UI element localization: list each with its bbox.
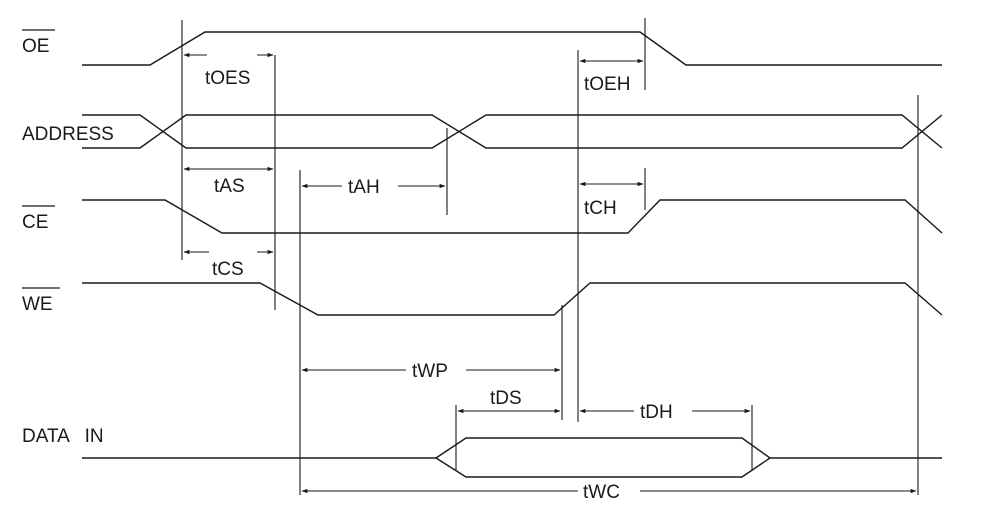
- data-in-valid-window-upper: [435, 437, 771, 459]
- toes-label: tOES: [205, 68, 250, 89]
- ce-signal-label: CE: [22, 212, 48, 233]
- address-signal-label: ADDRESS: [22, 124, 114, 145]
- tcs-label: tCS: [212, 259, 244, 280]
- tdh-label: tDH: [640, 402, 673, 423]
- tah-label: tAH: [348, 177, 380, 198]
- address-waveform-upper: [82, 114, 943, 149]
- tds-label: tDS: [490, 388, 522, 409]
- we-waveform: [82, 282, 943, 316]
- twc-label: tWC: [583, 482, 620, 503]
- tas-label: tAS: [214, 176, 245, 197]
- oe-signal-label: OE: [22, 36, 49, 57]
- we-signal-label: WE: [22, 294, 53, 315]
- address-waveform-lower: [82, 114, 943, 149]
- data-in-signal-label: DATA IN: [22, 426, 104, 447]
- ce-waveform: [82, 199, 943, 234]
- toeh-label: tOEH: [584, 74, 630, 95]
- oe-waveform: [82, 31, 942, 66]
- tch-label: tCH: [584, 198, 617, 219]
- data-in-valid-window-lower: [435, 457, 771, 478]
- twp-label: tWP: [412, 361, 448, 382]
